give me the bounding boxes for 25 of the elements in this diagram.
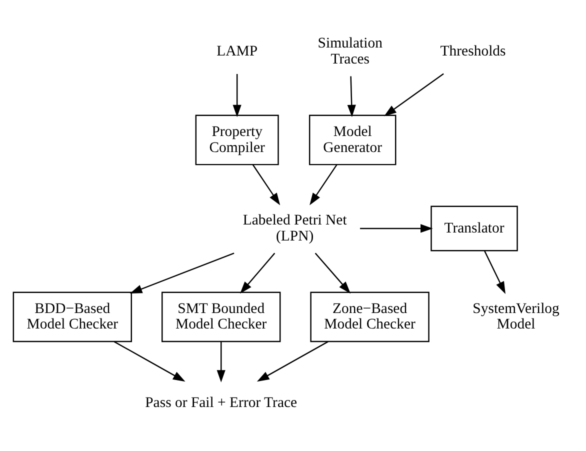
- arrow: [347, 76, 356, 117]
- arrow: [252, 164, 280, 205]
- node-text: SystemVerilog Model: [472, 300, 560, 332]
- node-box: SMT Bounded Model Checker: [162, 291, 281, 342]
- arrow: [240, 252, 276, 294]
- arrow: [114, 340, 186, 382]
- arrow: [310, 164, 338, 205]
- node-box: Model Generator: [308, 114, 396, 165]
- node-box: BDD−Based Model Checker: [12, 291, 132, 342]
- arrow: [130, 252, 234, 293]
- arrow: [484, 250, 506, 294]
- node-text: Thresholds: [440, 42, 506, 59]
- arrow: [314, 252, 351, 294]
- node-text: Labeled Petri Net (LPN): [242, 212, 347, 244]
- arrow: [232, 73, 242, 117]
- node-box: Zone−Based Model Checker: [310, 291, 430, 342]
- arrow: [216, 341, 226, 382]
- node-box: Translator: [430, 205, 518, 251]
- arrow: [384, 72, 444, 116]
- node-text: Pass or Fail + Error Trace: [145, 394, 298, 410]
- node-text: LAMP: [216, 42, 258, 59]
- arrow: [360, 224, 433, 232]
- node-box: Property Compiler: [195, 114, 279, 165]
- node-text: Simulation Traces: [318, 34, 382, 67]
- arrow: [256, 340, 328, 382]
